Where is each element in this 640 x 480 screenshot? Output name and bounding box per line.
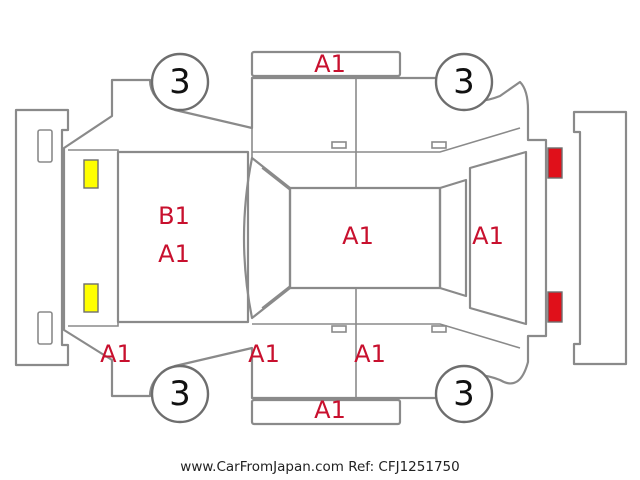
front-bumper-slot-bottom xyxy=(37,311,53,345)
rear-window xyxy=(468,150,528,326)
door-handle-top-front xyxy=(331,141,347,149)
damage-code-door-front: A1 xyxy=(248,340,280,368)
rear-window-frame xyxy=(438,178,468,298)
damage-code-rear-window: A1 xyxy=(472,222,504,250)
wheel-rear-top: 3 xyxy=(434,52,494,112)
body-line-bottom xyxy=(252,323,521,349)
wheel-front-top: 3 xyxy=(150,52,210,112)
top-side-strip xyxy=(250,50,402,78)
windshield-inner xyxy=(261,167,291,309)
wheel-rear-bottom: 3 xyxy=(434,364,494,424)
damage-code-roof-top: A1 xyxy=(314,50,346,78)
rear-light-icon xyxy=(547,291,563,323)
damage-code-hood-upper: B1 xyxy=(158,202,190,230)
hood-panel xyxy=(116,150,250,324)
wheel-number: 3 xyxy=(453,374,475,414)
damage-code-front-corner: A1 xyxy=(100,340,132,368)
damage-code-door-rear: A1 xyxy=(354,340,386,368)
wheel-number: 3 xyxy=(169,62,191,102)
damage-code-roof-bottom: A1 xyxy=(314,396,346,424)
damage-code-hood-lower: A1 xyxy=(158,240,190,268)
front-light-icon xyxy=(83,159,99,189)
wheel-number: 3 xyxy=(169,374,191,414)
windshield xyxy=(242,156,292,320)
footer-reference: www.CarFromJapan.com Ref: CFJ1251750 xyxy=(180,459,459,475)
front-light-icon xyxy=(83,283,99,313)
door-handle-top-rear xyxy=(431,141,447,149)
wheel-front-bottom: 3 xyxy=(150,364,210,424)
door-handle-bottom-rear xyxy=(431,325,447,333)
door-handle-bottom-front xyxy=(331,325,347,333)
body-line-top xyxy=(252,127,521,153)
front-bumper-slot-top xyxy=(37,129,53,163)
damage-code-roof-center: A1 xyxy=(342,222,374,250)
front-bumper xyxy=(14,108,70,367)
bottom-side-strip xyxy=(250,398,402,426)
front-inner-edge xyxy=(68,149,119,327)
rear-light-icon xyxy=(547,147,563,179)
rear-bumper xyxy=(572,110,628,366)
wheel-number: 3 xyxy=(453,62,475,102)
